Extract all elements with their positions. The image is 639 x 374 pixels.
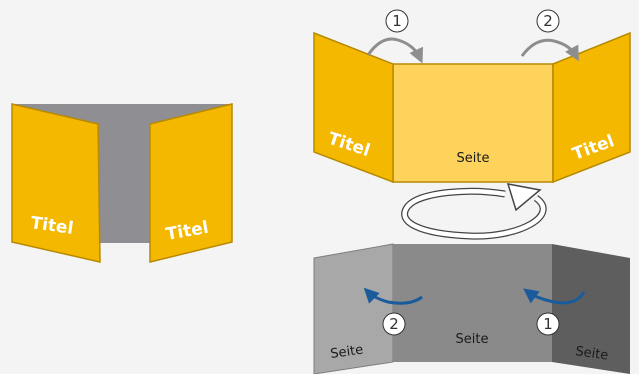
gatefold-left-flap <box>11 103 101 263</box>
fold-arrow-left-bottom <box>363 287 423 305</box>
rotation-arrow <box>401 183 547 240</box>
opened-center-panel <box>392 63 554 183</box>
back-side-diagram: Seite Seite Seite 2 1 <box>313 243 630 374</box>
rotate-arrowhead <box>506 183 542 212</box>
back-left-panel-label: Seite <box>329 343 364 362</box>
back-right-panel <box>552 244 630 374</box>
back-right-panel-label: Seite <box>574 344 609 363</box>
fold-arrow-right-bottom <box>523 288 586 305</box>
fold-arrow-left-top <box>366 37 424 64</box>
step-1-badge-bottom <box>536 312 560 336</box>
step-1-badge-top <box>385 9 409 33</box>
step-1-number-top: 1 <box>392 12 402 30</box>
step-2-number-top: 2 <box>543 12 553 30</box>
opened-right-flap <box>552 31 631 184</box>
closed-gatefold-diagram: Titel Titel <box>11 103 233 263</box>
opened-center-label: Seite <box>457 151 490 166</box>
step-2-badge-bottom <box>382 312 406 336</box>
back-center-label: Seite <box>456 332 489 347</box>
step-2-number-bottom: 2 <box>389 315 399 333</box>
fold-arrow-right-top <box>520 38 579 62</box>
opened-left-flap <box>313 31 394 184</box>
rotate-icon-inner <box>402 189 546 239</box>
step-2-badge-top <box>536 9 560 33</box>
step-1-number-bottom: 1 <box>543 315 553 333</box>
opened-gatefold-diagram: Seite Titel Titel 1 2 <box>313 9 631 184</box>
gatefold-right-flap <box>149 103 233 263</box>
